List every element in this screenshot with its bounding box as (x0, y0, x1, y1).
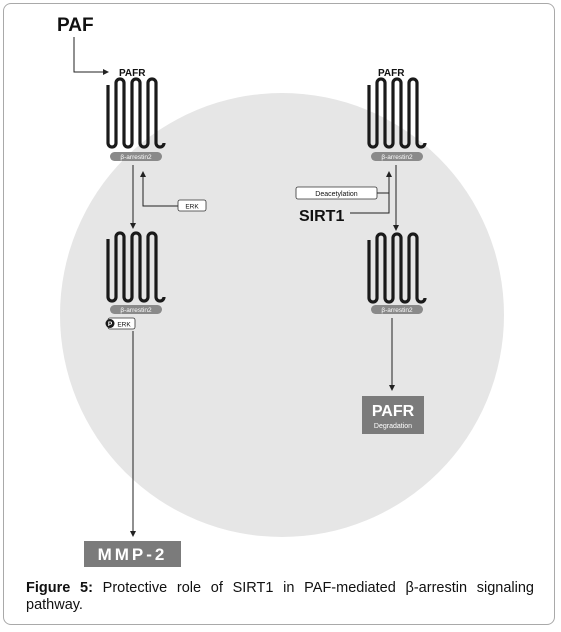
receptor-helix-path (106, 231, 166, 303)
left-internal-arrestin-badge (110, 305, 162, 314)
receptor-helix-path (367, 232, 427, 304)
degradation-box (362, 396, 424, 434)
left-pafr-receptor (106, 77, 166, 149)
diagram: PAF PAFR β-arrestin2 ERK β-arrestin2 ERK… (57, 15, 504, 567)
paf-ligand-label: PAF (57, 15, 94, 36)
degradation-title: PAFR (372, 403, 415, 420)
left-erk-box (177, 199, 207, 212)
mmp2-box (84, 541, 181, 567)
right-internal-receptor (367, 232, 427, 304)
erk-feedback-arrow (140, 171, 178, 207)
degradation-subtitle: Degradation (374, 423, 412, 430)
right-arrestin-badge (371, 152, 423, 161)
right-pafr-receptor (367, 77, 427, 149)
deacetylation-label: Deacetylation (315, 191, 358, 198)
left-internal-receptor (106, 231, 166, 303)
paf-to-pafr-arrow (73, 37, 109, 75)
figure-caption: Figure 5: Protective role of SIRT1 in PA… (26, 580, 534, 614)
receptor-helix-path (106, 77, 166, 149)
phospho-icon (105, 319, 115, 328)
left-erk-label: ERK (185, 204, 199, 211)
left-arrestin-badge (110, 152, 162, 161)
right-internal-arrestin-badge (371, 305, 423, 314)
caption-lead: Figure 5: (26, 580, 93, 596)
left-internal-arrestin-label: β-arrestin2 (120, 307, 152, 314)
caption-text: Protective role of SIRT1 in PAF-mediated… (26, 580, 534, 613)
phospho-label: P (108, 321, 113, 328)
right-pafr-label: PAFR (378, 68, 405, 79)
left-pafr-label: PAFR (119, 68, 146, 79)
deacetylation-box (295, 186, 378, 200)
mmp2-label: MMP-2 (98, 545, 168, 564)
sirt1-label: SIRT1 (299, 208, 344, 225)
left-arrestin-label: β-arrestin2 (120, 154, 152, 161)
phospho-erk-label: ERK (117, 322, 131, 329)
right-internal-arrestin-label: β-arrestin2 (381, 307, 413, 314)
sirt1-deacetylation-arrow (350, 171, 392, 214)
receptor-helix-path (367, 77, 427, 149)
right-arrestin-label: β-arrestin2 (381, 154, 413, 161)
